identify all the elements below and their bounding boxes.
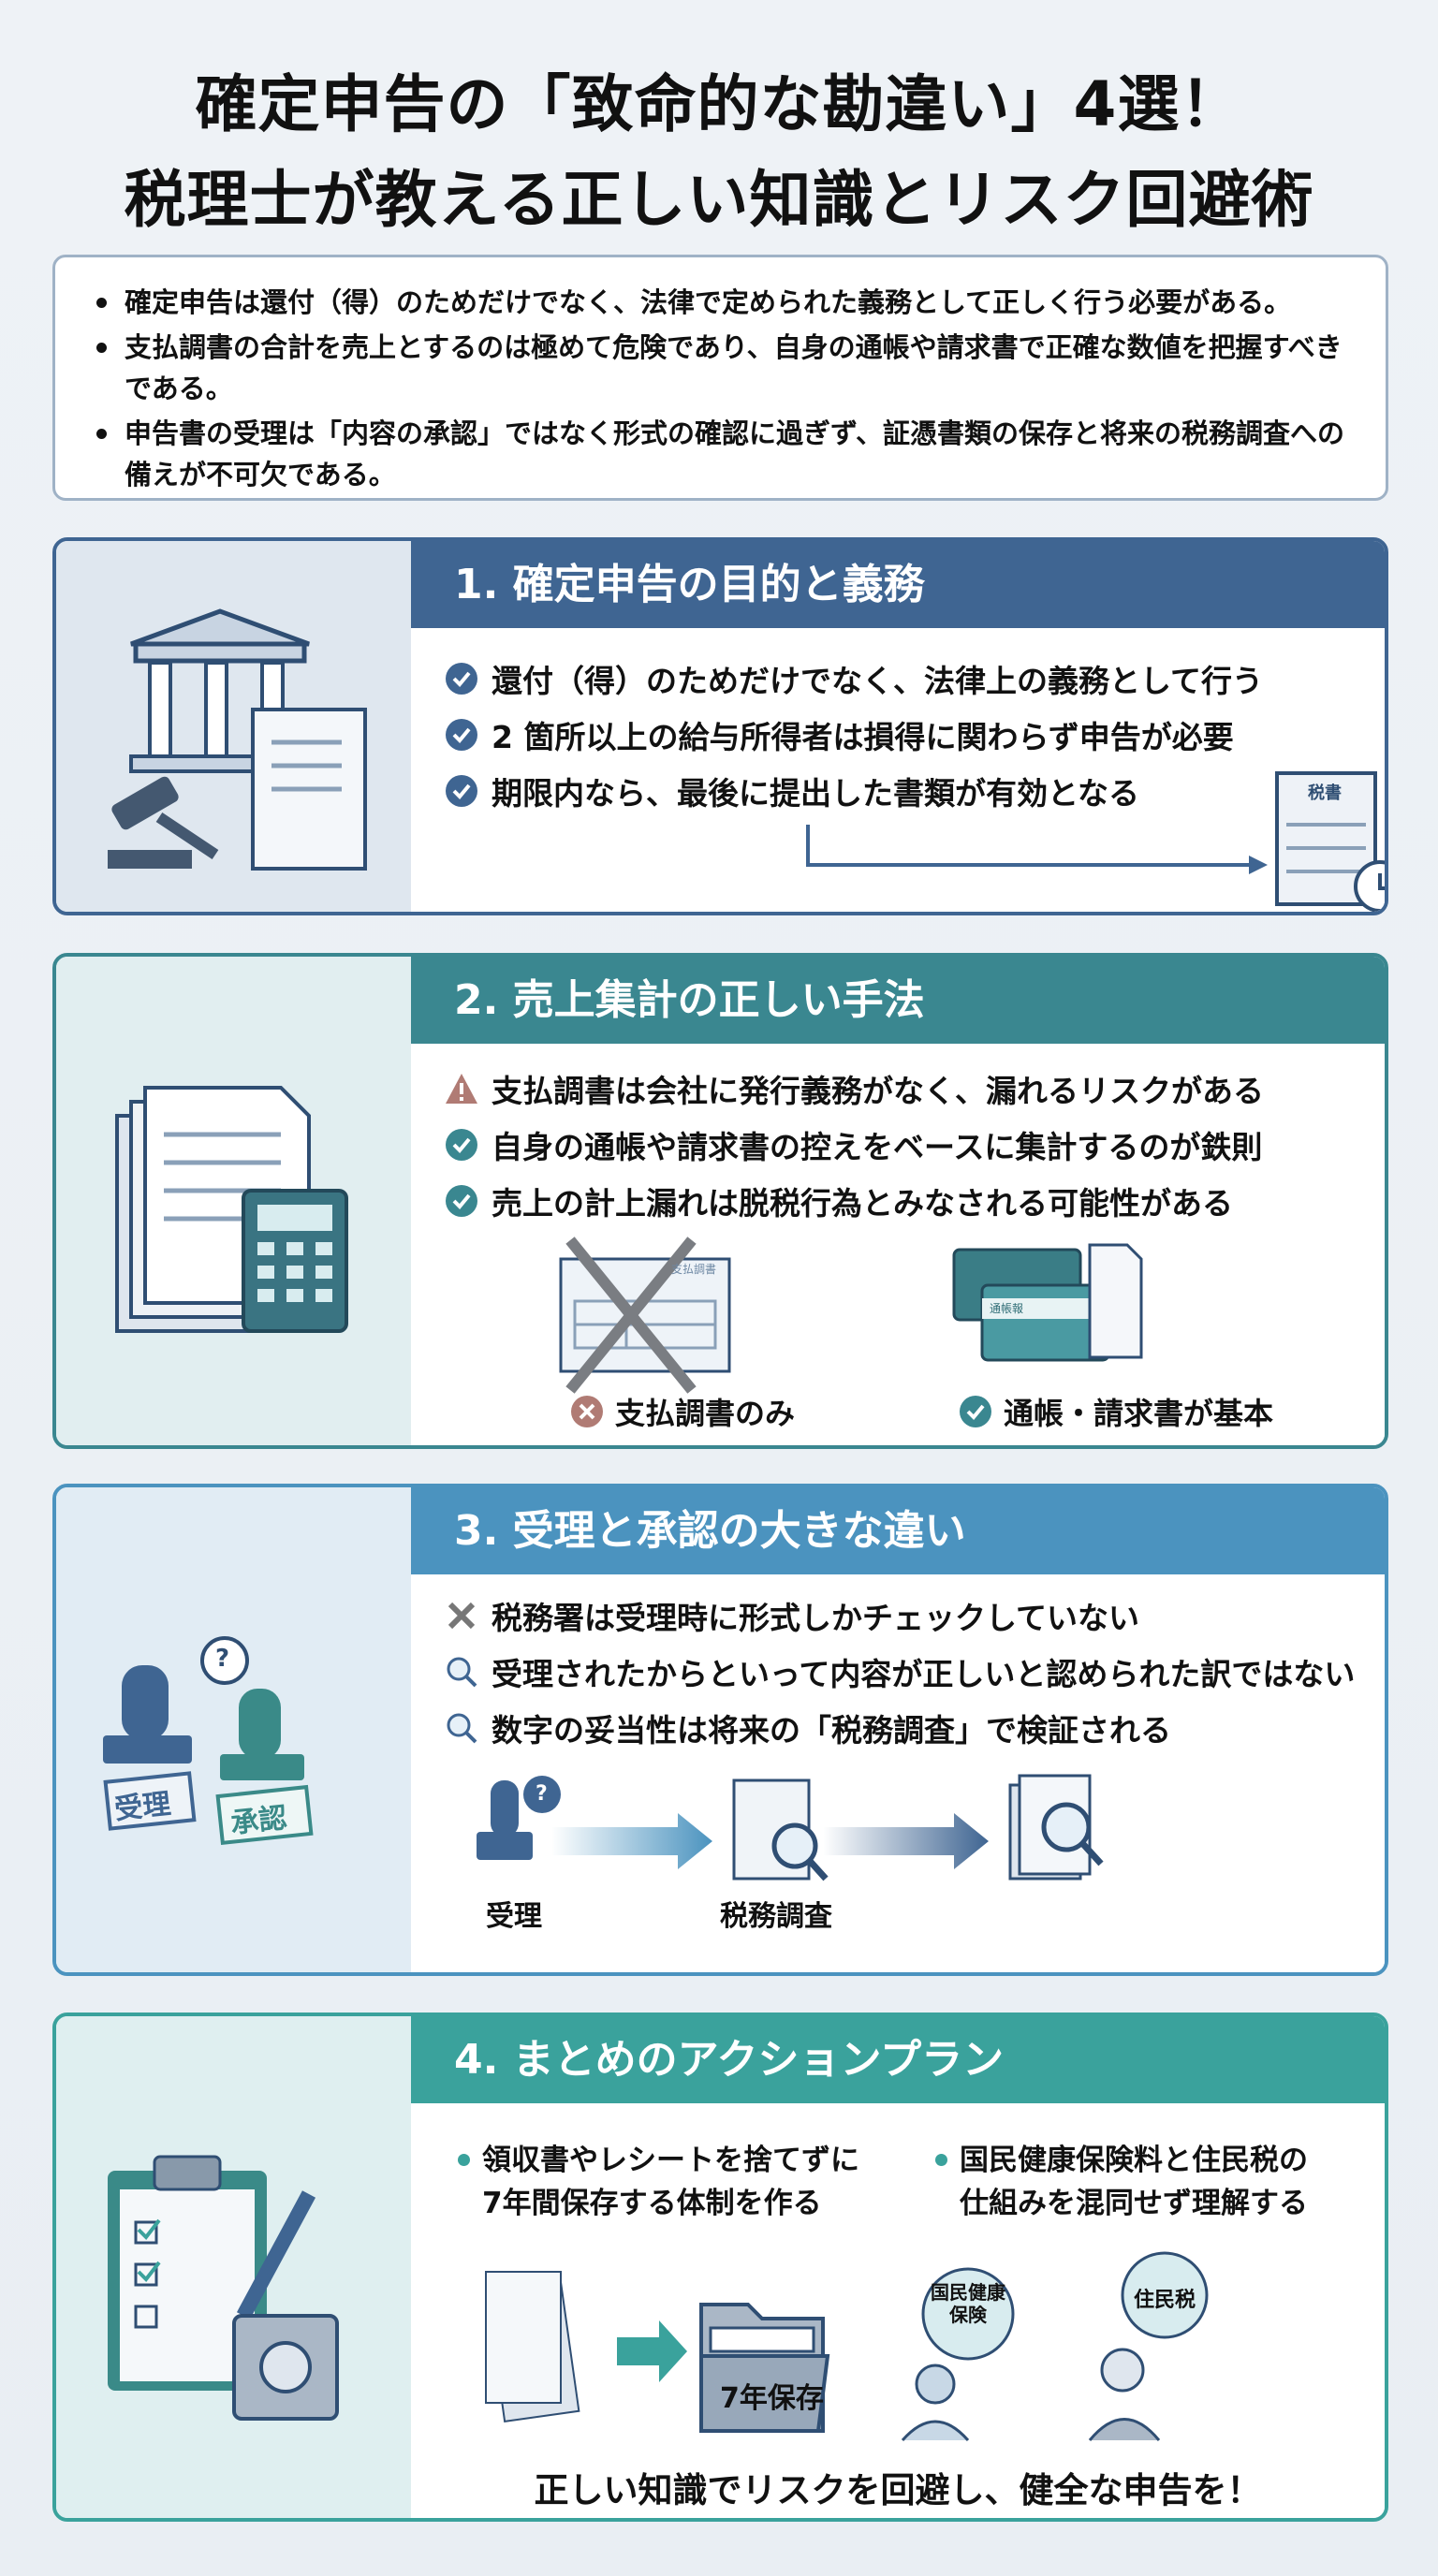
summary-item: 申告書の受理は「内容の承認」ではなく形式の確認に過ぎず、証憑書類の保存と将来の税… (93, 413, 1357, 495)
item-text: 売上の計上漏れは脱税行為とみなされる可能性がある (492, 1185, 1233, 1222)
action-text: 領収書やレシートを捨てずに 7年間保存する体制を作る (482, 2144, 859, 2220)
x-circle-icon (571, 1396, 603, 1427)
stamp-label-2: 承認 (228, 1801, 289, 1841)
section-3-title: 3. 受理と承認の大きな違い (411, 1487, 1385, 1574)
courthouse-gavel-icon (108, 608, 367, 871)
check-circle-icon (446, 775, 477, 807)
payment-record-crossed-icon (559, 1237, 1143, 1394)
section-4-title: 4. まとめのアクションプラン (411, 2016, 1385, 2103)
bullet-icon (458, 2154, 470, 2166)
item-text: 税務署は受理時に形式しかチェックしていない (492, 1600, 1140, 1636)
title-line-2: 税理士が教える正しい知識とリスク回避術 (124, 164, 1314, 236)
item-text: 受理されたからといって内容が正しいと認められた訳ではない (492, 1656, 1356, 1692)
section-4: 4. まとめのアクションプラン 領収書やレシートを捨てずに 7年間保存する体制を… (52, 2012, 1388, 2522)
item-text: 期限内なら、最後に提出した書類が有効となる (492, 775, 1140, 812)
check-circle-icon (446, 663, 477, 695)
documents-calculator-icon (115, 1086, 348, 1333)
bubble-label-1: 国民健康 保険 (931, 2281, 1005, 2326)
section-1-title: 1. 確定申告の目的と義務 (411, 541, 1385, 628)
action-point: 国民健康保険料と住民税の 仕組みを混同せず理解する (935, 2139, 1308, 2225)
doc-label: 税書 (1308, 783, 1342, 803)
question-mark-icon: ? (215, 1645, 230, 1673)
arrow-to-document-icon (806, 771, 1385, 912)
summary-box: 確定申告は還付（得）のためだけでなく、法律で定められた義務として正しく行う必要が… (52, 255, 1388, 501)
conclusion: 正しい知識でリスクを回避し、健全な申告を！ (534, 2470, 1262, 2510)
check-circle-icon (960, 1396, 991, 1427)
section-1: 1. 確定申告の目的と義務 還付（得）のためだけでなく、法律上の義務として行う … (52, 537, 1388, 915)
bubble-label-2: 住民税 (1133, 2289, 1196, 2312)
item-text: 支払調書は会社に発行義務がなく、漏れるリスクがある (492, 1073, 1264, 1109)
summary-item: 支払調書の合計を売上とするのは極めて危険であり、自身の通帳や請求書で正確な数値を… (93, 327, 1357, 409)
checklist-safe-icon (108, 2155, 339, 2421)
question-mark-icon: ? (536, 1782, 548, 1806)
bullet-icon (935, 2154, 947, 2166)
check-circle-icon (446, 719, 477, 751)
check-circle-icon (446, 1129, 477, 1161)
section-1-illustration (56, 541, 411, 912)
warning-icon (446, 1074, 477, 1104)
item-text: 還付（得）のためだけでなく、法律上の義務として行う (492, 663, 1264, 699)
action-text: 国民健康保険料と住民税の 仕組みを混同せず理解する (960, 2144, 1308, 2220)
item-text: 数字の妥当性は将来の「税務調査」で検証される (492, 1712, 1171, 1749)
check-circle-icon (446, 1185, 477, 1217)
doc-label: 支払調書 (671, 1263, 717, 1276)
bad-label: 支払調書のみ (615, 1396, 796, 1431)
folder-label: 7年保存 (720, 2382, 824, 2415)
magnifier-icon (447, 1713, 477, 1744)
good-label: 通帳・請求書が基本 (1004, 1396, 1274, 1431)
bank-label: 通帳報 (990, 1302, 1024, 1315)
flow-label-2: 税務調査 (720, 1900, 832, 1933)
action-point: 領収書やレシートを捨てずに 7年間保存する体制を作る (458, 2139, 859, 2225)
section-3: ? 受理 承認 3. 受理と承認の大きな違い 税務署は受理時に形式しかチェックし… (52, 1484, 1388, 1976)
title-line-1: 確定申告の「致命的な勘違い」4選！ (195, 68, 1243, 140)
flow-label-1: 受理 (486, 1900, 542, 1933)
magnifier-icon (447, 1657, 477, 1688)
summary-item: 確定申告は還付（得）のためだけでなく、法律で定められた義務として正しく行う必要が… (93, 282, 1357, 323)
process-flow-diagram (477, 1774, 1104, 1881)
section-2-title: 2. 売上集計の正しい手法 (411, 957, 1385, 1044)
item-text: 2 箇所以上の給与所得者は損得に関わらず申告が必要 (492, 719, 1234, 755)
x-icon (448, 1602, 476, 1630)
section-2: 2. 売上集計の正しい手法 支払調書は会社に発行義務がなく、漏れるリスクがある … (52, 953, 1388, 1449)
item-text: 自身の通帳や請求書の控えをベースに集計するのが鉄則 (492, 1129, 1263, 1165)
stamp-label-1: 受理 (112, 1787, 173, 1827)
stamps-icon (103, 1636, 314, 1845)
receipts-folder-people-icon (485, 2251, 1209, 2441)
